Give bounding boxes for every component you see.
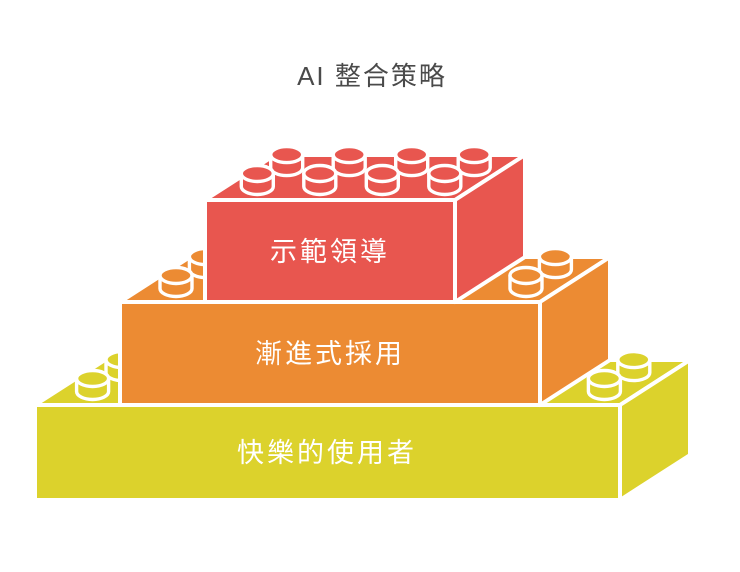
stud bbox=[239, 163, 275, 197]
stud-cap bbox=[74, 368, 111, 389]
stud-cap bbox=[586, 368, 623, 389]
stud-cap bbox=[456, 144, 492, 165]
diagram-title: AI 整合策略 bbox=[297, 61, 447, 91]
stud-cap bbox=[537, 246, 574, 267]
brick-top-label: 示範領導 bbox=[270, 237, 390, 267]
stud bbox=[537, 246, 574, 280]
stud bbox=[269, 144, 305, 178]
brick-bottom-label: 快樂的使用者 bbox=[237, 438, 417, 468]
stud-cap bbox=[302, 163, 338, 184]
stud bbox=[158, 265, 194, 299]
stud bbox=[616, 349, 652, 383]
stud bbox=[74, 368, 111, 402]
stud bbox=[456, 144, 492, 178]
stud-cap bbox=[427, 163, 463, 184]
brick-top: 示範領導 bbox=[203, 144, 527, 304]
brick-top-shapes bbox=[203, 144, 527, 304]
stud bbox=[364, 163, 400, 197]
stud bbox=[394, 144, 430, 178]
brick-face-front bbox=[203, 198, 457, 304]
stud-cap bbox=[364, 163, 400, 184]
stud-cap bbox=[394, 144, 430, 165]
brick-middle-label: 漸進式採用 bbox=[255, 339, 405, 369]
stud bbox=[508, 265, 544, 299]
stud bbox=[586, 368, 623, 402]
stud-cap bbox=[239, 163, 275, 184]
stud-cap bbox=[158, 265, 194, 286]
stud-cap bbox=[269, 144, 305, 165]
stud-cap bbox=[616, 349, 652, 370]
stud-cap bbox=[508, 265, 544, 286]
stud bbox=[302, 163, 338, 197]
stud bbox=[427, 163, 463, 197]
stud-cap bbox=[331, 144, 367, 165]
stud bbox=[331, 144, 367, 178]
